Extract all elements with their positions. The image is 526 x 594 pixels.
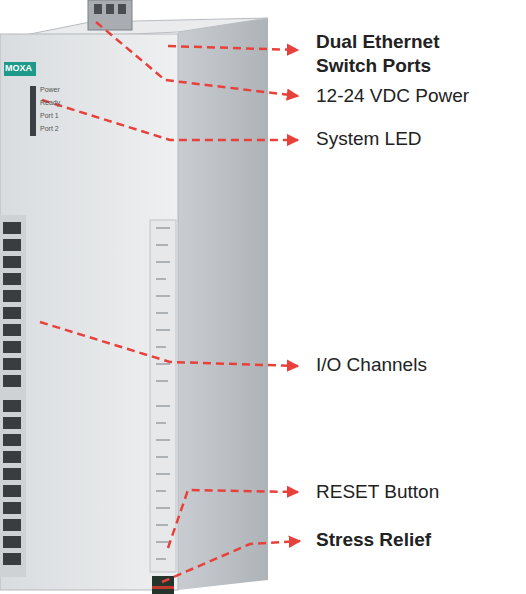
brand-logo: MOXA	[5, 63, 37, 74]
stress-relief-part	[152, 576, 174, 594]
side-face	[178, 18, 268, 590]
callout-label: Stress Relief	[316, 528, 516, 552]
leader-line	[96, 22, 298, 96]
leader-line	[162, 541, 300, 582]
led-label: Power	[40, 86, 80, 95]
callout-label: Dual Ethernet Switch Ports	[316, 30, 486, 78]
terminal-block	[0, 215, 26, 577]
top-connector	[88, 0, 132, 30]
terminal-legend-strip	[150, 220, 176, 572]
front-face	[0, 34, 178, 590]
leader-lines	[40, 22, 300, 582]
connector-slot	[118, 4, 126, 14]
callout-label: System LED	[316, 127, 516, 151]
led-label: Port 2	[40, 125, 80, 134]
led-label: Port 1	[40, 112, 80, 121]
logo-plate	[4, 62, 36, 76]
leader-line	[168, 46, 298, 50]
callout-label: RESET Button	[316, 480, 516, 504]
connector-slot	[94, 4, 102, 14]
connector-slot	[106, 4, 114, 14]
leader-line	[42, 100, 298, 140]
led-label: Ready	[40, 99, 80, 108]
leader-line	[40, 322, 298, 366]
leader-line	[168, 490, 298, 548]
callout-label: I/O Channels	[316, 353, 516, 377]
led-window	[30, 86, 36, 136]
callout-label: 12-24 VDC Power	[316, 84, 526, 108]
stress-relief-stripe	[152, 586, 174, 589]
